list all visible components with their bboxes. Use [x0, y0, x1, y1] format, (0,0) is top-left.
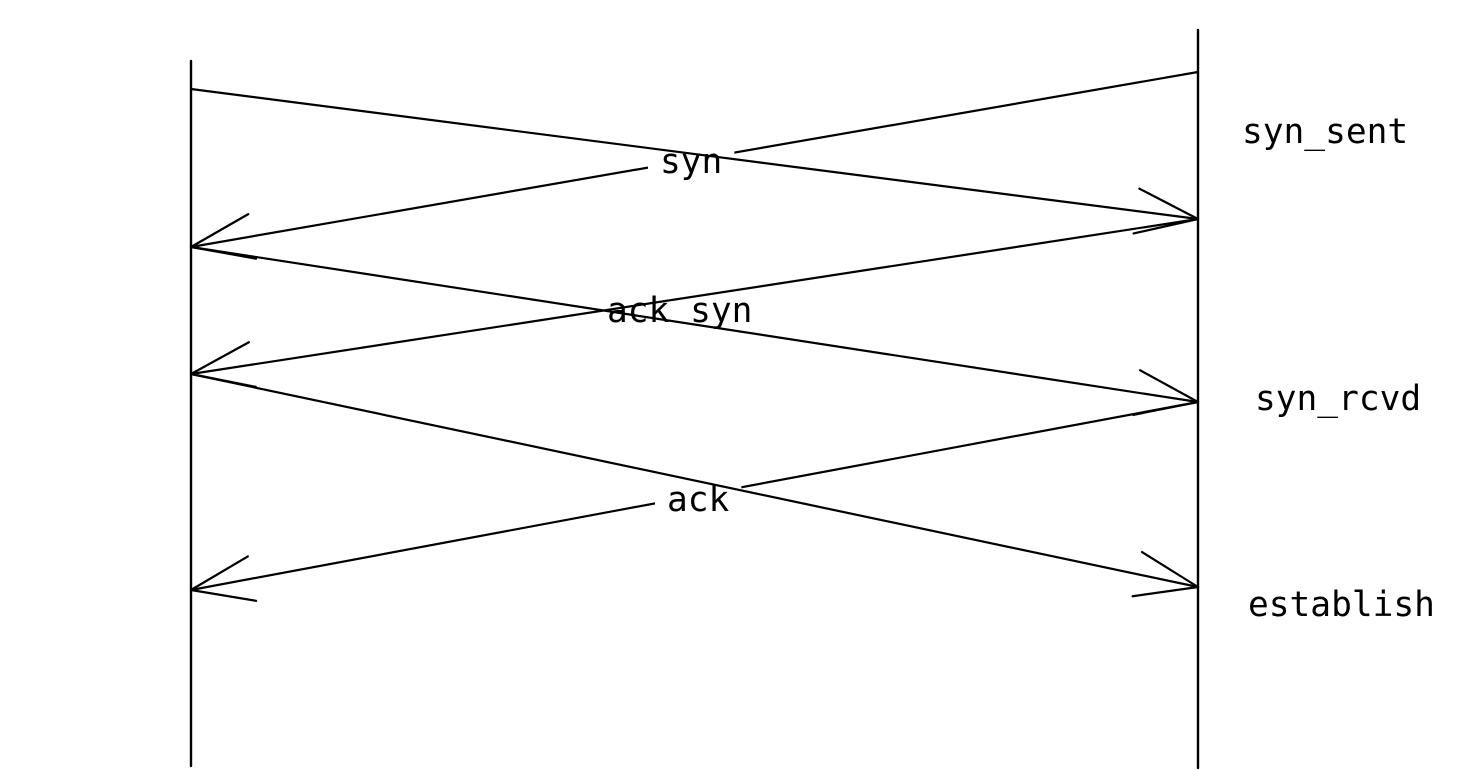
label-backing-ack	[655, 483, 742, 519]
arrow-ack-syn-left-to-right-arrowhead-barb	[1139, 369, 1200, 404]
message-label-ack: ack	[667, 480, 730, 520]
state-label-establish: establish	[1248, 585, 1435, 625]
arrow-ack-left-to-right-shaft	[189, 372, 1200, 589]
arrow-ack-syn-left-to-right-arrowhead-barb	[1132, 400, 1200, 416]
state-label-syn_rcvd: syn_rcvd	[1255, 379, 1421, 419]
arrow-syn-right-to-left-arrowhead-barb	[189, 213, 250, 249]
arrow-ack-left-to-right-arrowhead-barb	[1131, 585, 1200, 598]
arrow-ack-syn-right-to-left-shaft	[189, 217, 1200, 376]
arrow-ack-right-to-left-arrowhead-barb	[189, 588, 258, 602]
message-label-ack-syn: ack syn	[607, 291, 752, 331]
message-label-syn: syn	[660, 142, 722, 182]
arrow-ack-syn-left-to-right-shaft	[189, 245, 1200, 404]
label-backing-syn	[648, 145, 735, 181]
state-label-syn_sent: syn_sent	[1242, 112, 1408, 152]
arrow-syn-left-to-right-shaft	[189, 87, 1200, 221]
arrow-ack-syn-right-to-left-arrowhead-barb	[189, 341, 250, 376]
arrow-ack-syn-right-to-left-arrowhead-barb	[189, 372, 257, 388]
arrow-syn-left-to-right-arrowhead-barb	[1132, 217, 1200, 235]
arrow-syn-left-to-right-arrowhead-barb	[1138, 187, 1200, 221]
arrow-ack-right-to-left-arrowhead-barb	[189, 555, 249, 592]
arrow-syn-right-to-left-arrowhead-barb	[189, 245, 258, 260]
arrow-ack-left-to-right-arrowhead-barb	[1140, 550, 1200, 589]
